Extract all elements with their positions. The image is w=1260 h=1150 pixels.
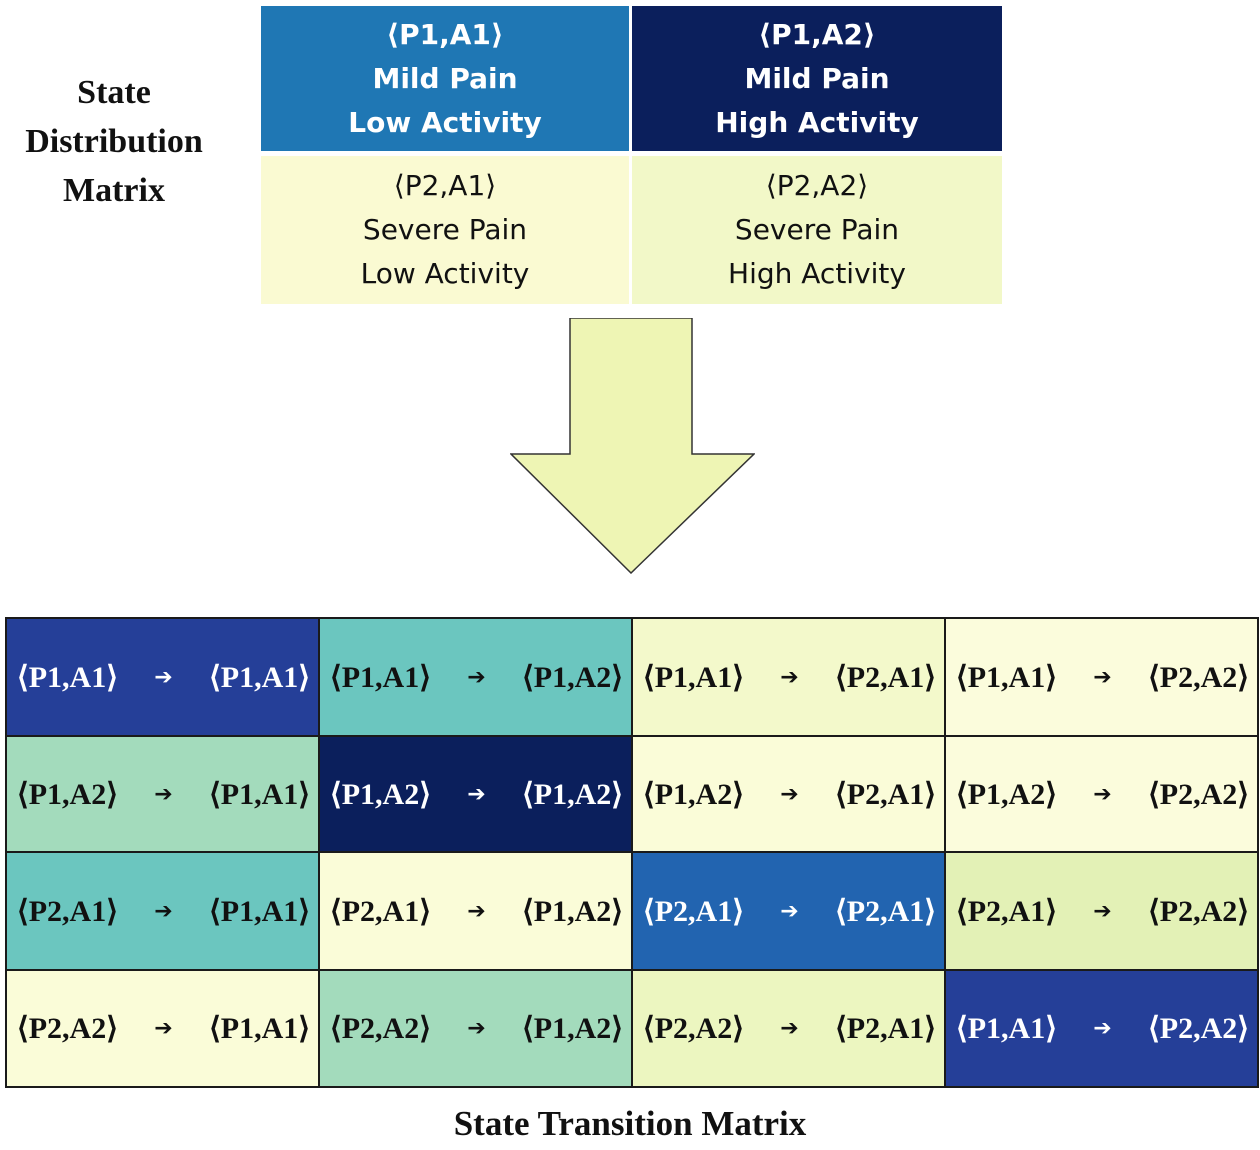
state-transition-caption: State Transition Matrix — [453, 1104, 807, 1143]
transition-cell: ⟨P2,A1⟩ ➔ ⟨P2,A2⟩ — [946, 853, 1257, 969]
label-line-2: Distribution — [25, 123, 203, 160]
transition-to-state: ⟨P2,A2⟩ — [1148, 777, 1249, 811]
transition-cell: ⟨P1,A2⟩ ➔ ⟨P1,A2⟩ — [320, 737, 631, 851]
transition-to-state: ⟨P1,A2⟩ — [522, 777, 623, 811]
right-arrow-icon: ➔ — [1093, 898, 1112, 924]
right-arrow-icon: ➔ — [1093, 781, 1112, 807]
transition-from-state: ⟨P1,A2⟩ — [330, 777, 431, 811]
right-arrow-icon: ➔ — [1093, 1016, 1112, 1041]
transition-to-state: ⟨P1,A2⟩ — [522, 660, 623, 694]
right-arrow-icon: ➔ — [780, 664, 799, 690]
transition-from-state: ⟨P1,A1⟩ — [17, 660, 118, 694]
transition-cell: ⟨P1,A2⟩ ➔ ⟨P2,A2⟩ — [946, 737, 1257, 851]
transition-from-state: ⟨P1,A1⟩ — [330, 660, 431, 694]
distribution-cell-pain: Severe Pain — [734, 213, 900, 246]
down-arrow-icon — [510, 318, 755, 574]
transition-to-state: ⟨P1,A2⟩ — [522, 894, 623, 928]
distribution-cell-pain: Severe Pain — [362, 213, 528, 246]
transition-to-state: ⟨P2,A1⟩ — [835, 660, 936, 694]
transition-to-state: ⟨P2,A1⟩ — [835, 1012, 936, 1045]
transition-to-state: ⟨P1,A1⟩ — [209, 894, 310, 928]
transition-to-state: ⟨P2,A2⟩ — [1148, 660, 1249, 694]
state-distribution-label: State Distribution Matrix — [0, 68, 228, 215]
label-line-3: Matrix — [63, 172, 165, 209]
right-arrow-icon: ➔ — [1093, 664, 1112, 690]
transition-cell: ⟨P1,A1⟩ ➔ ⟨P2,A2⟩ — [946, 971, 1257, 1086]
transition-from-state: ⟨P2,A1⟩ — [643, 894, 744, 928]
transition-from-state: ⟨P1,A2⟩ — [956, 777, 1057, 811]
distribution-cell-state: ⟨P2,A1⟩ — [393, 169, 497, 202]
distribution-cell-activity: Low Activity — [348, 105, 542, 139]
transition-from-state: ⟨P2,A2⟩ — [330, 1012, 431, 1045]
right-arrow-icon: ➔ — [467, 781, 486, 807]
transition-cell: ⟨P1,A2⟩ ➔ ⟨P1,A1⟩ — [7, 737, 318, 851]
right-arrow-icon: ➔ — [467, 664, 486, 690]
transition-cell: ⟨P1,A1⟩ ➔ ⟨P1,A1⟩ — [7, 619, 318, 735]
transition-from-state: ⟨P1,A1⟩ — [956, 1012, 1057, 1045]
transition-cell: ⟨P1,A2⟩ ➔ ⟨P2,A1⟩ — [633, 737, 944, 851]
transition-to-state: ⟨P1,A1⟩ — [209, 777, 310, 811]
transition-from-state: ⟨P1,A2⟩ — [643, 777, 744, 811]
transition-from-state: ⟨P2,A1⟩ — [956, 894, 1057, 928]
right-arrow-icon: ➔ — [780, 898, 799, 924]
right-arrow-icon: ➔ — [467, 1016, 486, 1041]
distribution-cell-activity: Low Activity — [360, 257, 530, 290]
transition-from-state: ⟨P2,A1⟩ — [330, 894, 431, 928]
right-arrow-icon: ➔ — [780, 781, 799, 807]
right-arrow-icon: ➔ — [467, 898, 486, 924]
transition-cell: ⟨P2,A1⟩ ➔ ⟨P1,A1⟩ — [7, 853, 318, 969]
transition-to-state: ⟨P1,A1⟩ — [209, 660, 310, 694]
state-transition-matrix: ⟨P1,A1⟩➔⟨P1,A1⟩⟨P1,A1⟩➔⟨P1,A2⟩⟨P1,A1⟩➔⟨P… — [5, 617, 1259, 1088]
transition-to-state: ⟨P2,A1⟩ — [835, 894, 936, 928]
distribution-cell-state: ⟨P1,A2⟩ — [758, 17, 876, 51]
transition-cell: ⟨P1,A1⟩ ➔ ⟨P2,A1⟩ — [633, 619, 944, 735]
right-arrow-icon: ➔ — [154, 898, 173, 924]
distribution-cell-pain: Mild Pain — [372, 61, 518, 95]
transition-cell: ⟨P2,A2⟩ ➔ ⟨P1,A2⟩ — [320, 971, 631, 1086]
right-arrow-icon: ➔ — [154, 781, 173, 807]
transition-from-state: ⟨P1,A2⟩ — [17, 777, 118, 811]
label-line-1: State — [77, 74, 151, 111]
transition-cell: ⟨P1,A1⟩ ➔ ⟨P1,A2⟩ — [320, 619, 631, 735]
transition-from-state: ⟨P2,A1⟩ — [17, 894, 118, 928]
transition-to-state: ⟨P2,A1⟩ — [835, 777, 936, 811]
transition-from-state: ⟨P2,A2⟩ — [17, 1012, 118, 1045]
transition-cell: ⟨P2,A2⟩ ➔ ⟨P1,A1⟩ — [7, 971, 318, 1086]
right-arrow-icon: ➔ — [780, 1016, 799, 1041]
transition-to-state: ⟨P2,A2⟩ — [1148, 894, 1249, 928]
right-arrow-icon: ➔ — [154, 1016, 173, 1041]
transition-cell: ⟨P2,A1⟩ ➔ ⟨P1,A2⟩ — [320, 853, 631, 969]
distribution-cell-activity: High Activity — [715, 105, 919, 139]
transition-to-state: ⟨P1,A1⟩ — [209, 1012, 310, 1045]
transition-from-state: ⟨P1,A1⟩ — [643, 660, 744, 694]
transition-from-state: ⟨P2,A2⟩ — [643, 1012, 744, 1045]
transition-to-state: ⟨P2,A2⟩ — [1148, 1012, 1249, 1045]
distribution-cell-activity: High Activity — [728, 257, 906, 290]
transition-to-state: ⟨P1,A2⟩ — [522, 1012, 623, 1045]
transition-from-state: ⟨P1,A1⟩ — [956, 660, 1057, 694]
transition-cell: ⟨P2,A2⟩ ➔ ⟨P2,A1⟩ — [633, 971, 944, 1086]
transition-cell: ⟨P1,A1⟩ ➔ ⟨P2,A2⟩ — [946, 619, 1257, 735]
transition-cell: ⟨P2,A1⟩ ➔ ⟨P2,A1⟩ — [633, 853, 944, 969]
distribution-cell-state: ⟨P1,A1⟩ — [386, 17, 504, 51]
distribution-cell-state: ⟨P2,A2⟩ — [765, 169, 869, 202]
right-arrow-icon: ➔ — [154, 664, 173, 690]
distribution-cell-pain: Mild Pain — [744, 61, 890, 95]
